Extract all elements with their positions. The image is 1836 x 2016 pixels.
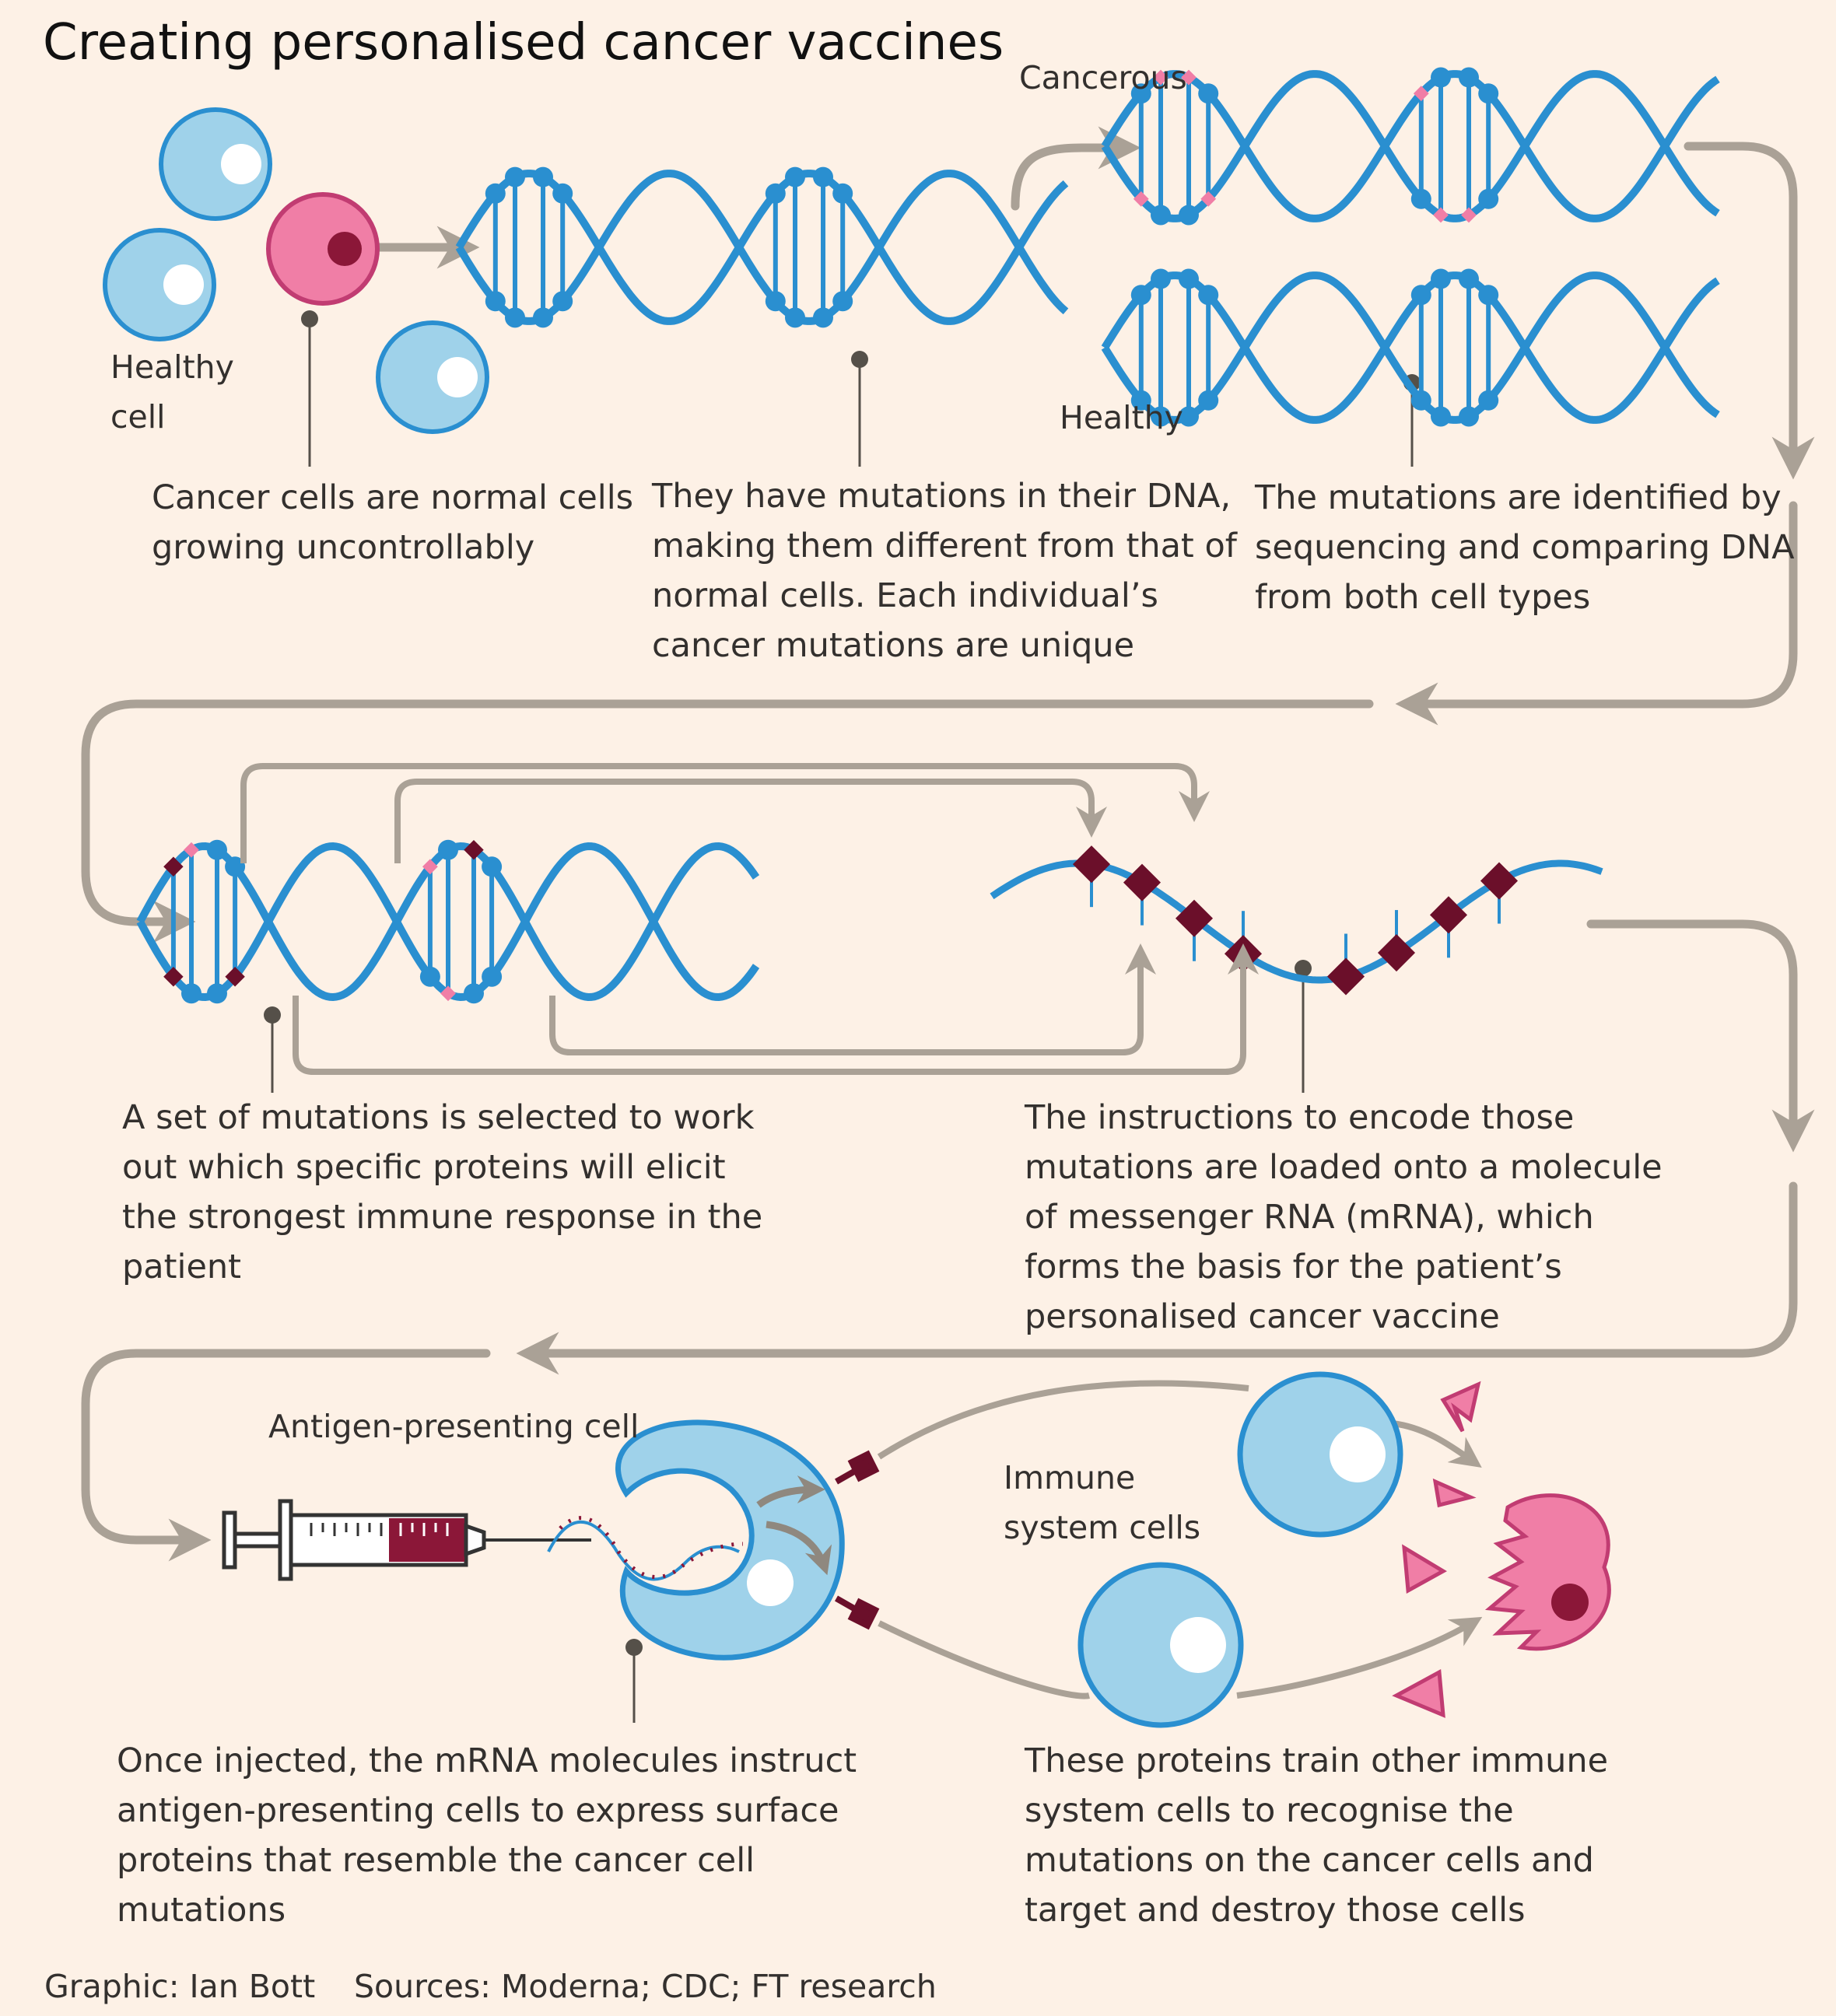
dna-nucleotide [552, 184, 573, 204]
dna-nucleotide [207, 983, 227, 1003]
dna-nucleotide [485, 184, 506, 204]
dna-nucleotide [813, 307, 833, 327]
dna-nucleotide [552, 291, 573, 311]
dna-nucleotide [438, 840, 458, 860]
dna-nucleotide [1431, 406, 1451, 426]
dna-nucleotide [766, 184, 786, 204]
page-title: Creating personalised cancer vaccines [43, 14, 1004, 72]
syringe-plunger-rod [235, 1534, 283, 1546]
dna-nucleotide [1459, 68, 1479, 88]
caption-step-2: They have mutations in their DNA, making… [652, 471, 1237, 670]
selection-arrow [552, 953, 1140, 1052]
dna-nucleotide [1431, 68, 1451, 88]
healthy-cell-label: Healthy cell [110, 342, 234, 442]
cancer-cell-nucleus [328, 232, 362, 266]
dna-nucleotide [1411, 390, 1431, 411]
dna-nucleotide [1459, 269, 1479, 289]
dna-nucleotide [766, 291, 786, 311]
antigen-presenting-cell-nucleus [747, 1559, 794, 1606]
immune-system-cells-label: Immune system cells [1004, 1453, 1200, 1552]
syringe-tip [466, 1526, 484, 1554]
dna-backbone [459, 173, 1066, 321]
dna-nucleotide [1198, 390, 1218, 411]
dna-strand-cancerous [1105, 68, 1718, 226]
caption-step-3: The mutations are identified by sequenci… [1255, 473, 1795, 622]
cancerous-dna-label: Cancerous [1019, 53, 1187, 103]
healthy-dna-label: Healthy [1060, 393, 1183, 443]
arrow-return-1-cont [86, 704, 1369, 922]
dna-nucleotide [533, 307, 553, 327]
dna-nucleotide [1151, 205, 1171, 225]
caption-step-5: The instructions to encode those mutatio… [1025, 1093, 1663, 1342]
dna-nucleotide [785, 307, 805, 327]
cancer-cell-fragment [1443, 1384, 1478, 1431]
dna-nucleotide [485, 291, 506, 311]
mrna-mutation-marker [1327, 957, 1365, 995]
dna-nucleotide [1478, 285, 1498, 305]
dna-strand-patient [459, 167, 1066, 328]
selection-arrow [398, 782, 1091, 863]
cancer-cell-fragment [1396, 1672, 1443, 1715]
dna-nucleotide [1411, 189, 1431, 209]
dna-nucleotide [813, 167, 833, 187]
dna-nucleotide [505, 307, 525, 327]
caption-step-7: These proteins train other immune system… [1025, 1736, 1608, 1935]
dna-nucleotide [1198, 83, 1218, 103]
dna-nucleotide [1151, 269, 1171, 289]
dna-nucleotide [207, 840, 227, 860]
cancer-cell-fragment-main [1490, 1496, 1609, 1649]
mrna-mutation-marker [1123, 864, 1161, 901]
arrow-right-down-1 [1688, 146, 1793, 467]
mrna-mutation-marker [1480, 863, 1518, 900]
dna-nucleotide [832, 184, 853, 204]
mrna-strand [548, 1522, 739, 1580]
dna-nucleotide [1478, 390, 1498, 411]
cancer-cell-fragment [1435, 1482, 1470, 1505]
dna-nucleotide [785, 167, 805, 187]
dna-nucleotide [1179, 205, 1199, 225]
dna-backbone [459, 173, 1066, 321]
footer-credit: Graphic: Ian Bott [44, 1968, 315, 2005]
syringe [224, 1501, 591, 1579]
cancer-cell-nucleus [1551, 1584, 1589, 1621]
cancer-cell-fragment [1404, 1548, 1443, 1591]
caption-step-4: A set of mutations is selected to work o… [122, 1093, 762, 1292]
mrna-mutation-marker [1073, 845, 1110, 883]
caption-step-1: Cancer cells are normal cells growing un… [152, 473, 633, 572]
footer-sources: Sources: Moderna; CDC; FT research [354, 1968, 937, 2005]
dna-strand-selected [140, 840, 756, 1004]
dna-nucleotide [482, 967, 502, 987]
antigen-presenting-cell-label: Antigen-presenting cell [268, 1402, 639, 1451]
caption-step-6: Once injected, the mRNA molecules instru… [117, 1736, 857, 1935]
dna-nucleotide [1459, 406, 1479, 426]
dna-nucleotide [1478, 189, 1498, 209]
dna-nucleotide [1179, 269, 1199, 289]
dna-nucleotide [832, 291, 853, 311]
dna-nucleotide [420, 967, 440, 987]
dna-nucleotide [1198, 285, 1218, 305]
dna-nucleotide [1431, 269, 1451, 289]
dna-nucleotide [1478, 83, 1498, 103]
dna-nucleotide [1131, 285, 1151, 305]
dna-nucleotide [505, 167, 525, 187]
dna-nucleotide [464, 983, 484, 1003]
dna-nucleotide [482, 856, 502, 877]
dna-nucleotide [1411, 285, 1431, 305]
dna-nucleotide [533, 167, 553, 187]
dna-nucleotide [181, 983, 201, 1003]
